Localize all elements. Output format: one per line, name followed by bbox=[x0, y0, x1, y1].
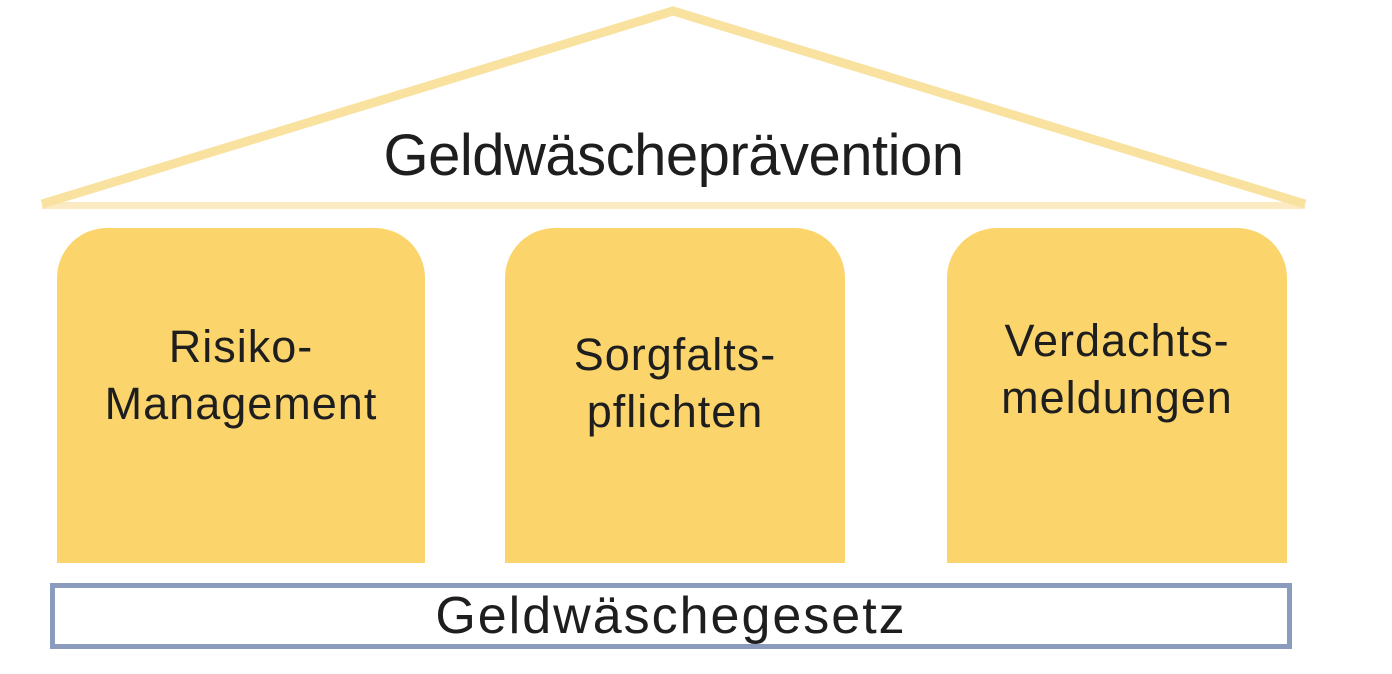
pillar-verdachtsmeldungen: Verdachts- meldungen bbox=[947, 228, 1287, 563]
pillar-sorgfaltspflichten: Sorgfalts- pflichten bbox=[505, 228, 845, 563]
diagram-title: Geldwäscheprävention bbox=[383, 123, 964, 188]
pillar-label-line: meldungen bbox=[1001, 372, 1233, 423]
pillar-risiko-management: Risiko- Management bbox=[57, 228, 425, 563]
pillar-label-line: Verdachts- bbox=[1004, 315, 1230, 366]
roof-slope-edges bbox=[40, 6, 1307, 209]
pillar-label-line: Management bbox=[104, 378, 378, 429]
pillar-label-line: pflichten bbox=[586, 386, 764, 437]
pillar-label-line: Sorgfalts- bbox=[573, 329, 777, 380]
base-bar-geldwaeschegesetz: Geldwäschegesetz bbox=[50, 583, 1292, 649]
base-bar-label: Geldwäschegesetz bbox=[435, 587, 907, 645]
pillar-label-line: Risiko- bbox=[168, 321, 314, 372]
